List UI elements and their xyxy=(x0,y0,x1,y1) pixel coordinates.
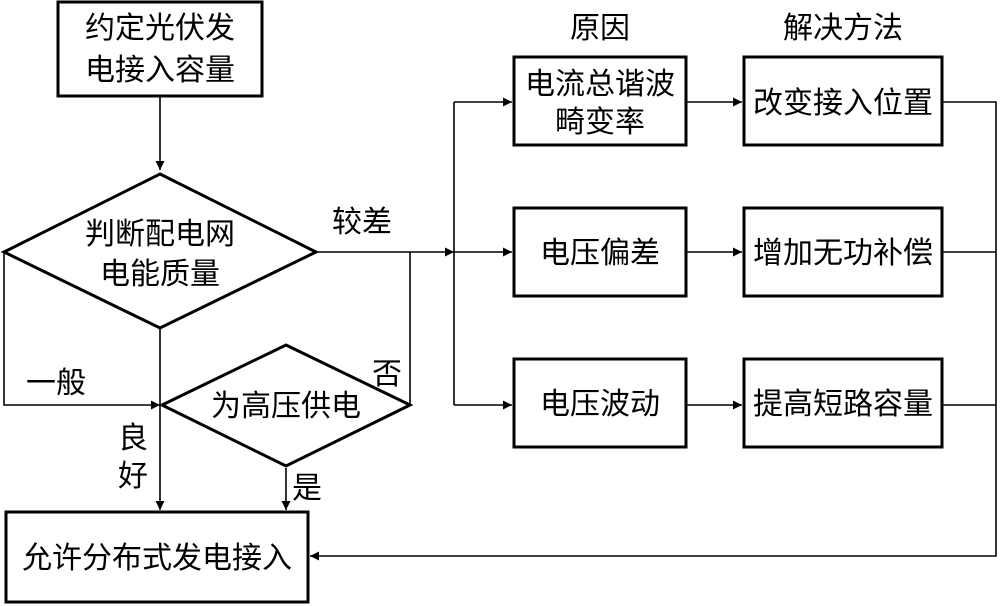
node-cause-harmonic-line2: 畸变率 xyxy=(555,105,645,140)
node-solution-reactive-label: 增加无功补偿 xyxy=(753,236,933,271)
node-start-line1: 约定光伏发 xyxy=(85,11,235,46)
node-cause-voltage-deviation-label: 电压偏差 xyxy=(540,236,660,271)
edge-label-yes: 是 xyxy=(292,471,322,506)
node-solution-reactive: 增加无功补偿 xyxy=(742,206,944,298)
node-cause-harmonic-line1: 电流总谐波 xyxy=(525,67,675,102)
node-cause-harmonic-box xyxy=(512,55,688,147)
node-judge-line1: 判断配电网 xyxy=(85,217,235,252)
node-start-box xyxy=(56,0,264,98)
edge-label-poor: 较差 xyxy=(332,205,392,240)
node-start: 约定光伏发 电接入容量 xyxy=(56,0,264,98)
node-judge-line2: 电能质量 xyxy=(100,257,220,292)
node-solution-position: 改变接入位置 xyxy=(742,55,944,147)
node-cause-voltage-fluctuation-box xyxy=(512,357,688,449)
edge-label-good-2: 好 xyxy=(118,459,148,494)
node-allow: 允许分布式发电接入 xyxy=(4,510,310,604)
node-cause-voltage-fluctuation-label: 电压波动 xyxy=(540,387,660,422)
node-judge-diamond xyxy=(0,172,320,330)
node-judge: 判断配电网 电能质量 xyxy=(0,172,320,330)
node-start-line2: 电接入容量 xyxy=(85,53,235,88)
node-solution-reactive-box xyxy=(742,206,944,298)
edge-solutions-to-allow xyxy=(310,101,997,561)
header-cause: 原因 xyxy=(570,11,630,46)
node-allow-box xyxy=(4,510,310,604)
node-solution-shortcircuit-label: 提高短路容量 xyxy=(753,387,933,422)
node-cause-voltage-fluctuation: 电压波动 xyxy=(512,357,688,449)
node-solution-shortcircuit: 提高短路容量 xyxy=(742,357,944,449)
edge-judge-fair-to-hv xyxy=(3,252,160,410)
node-solution-position-box xyxy=(742,55,944,147)
node-cause-voltage-deviation: 电压偏差 xyxy=(512,206,688,298)
node-hv-label: 为高压供电 xyxy=(211,389,361,424)
node-hv: 为高压供电 xyxy=(158,343,414,468)
edge-label-no: 否 xyxy=(372,357,402,392)
node-cause-harmonic: 电流总谐波 畸变率 xyxy=(512,55,688,147)
node-allow-label: 允许分布式发电接入 xyxy=(22,541,292,576)
node-hv-diamond xyxy=(158,343,414,468)
edges xyxy=(3,96,997,561)
node-solution-position-label: 改变接入位置 xyxy=(753,86,933,121)
edge-label-good-1: 良 xyxy=(118,421,148,456)
edge-label-fair: 一般 xyxy=(26,366,86,401)
header-solution: 解决方法 xyxy=(783,11,903,46)
node-solution-shortcircuit-box xyxy=(742,357,944,449)
node-cause-voltage-deviation-box xyxy=(512,206,688,298)
